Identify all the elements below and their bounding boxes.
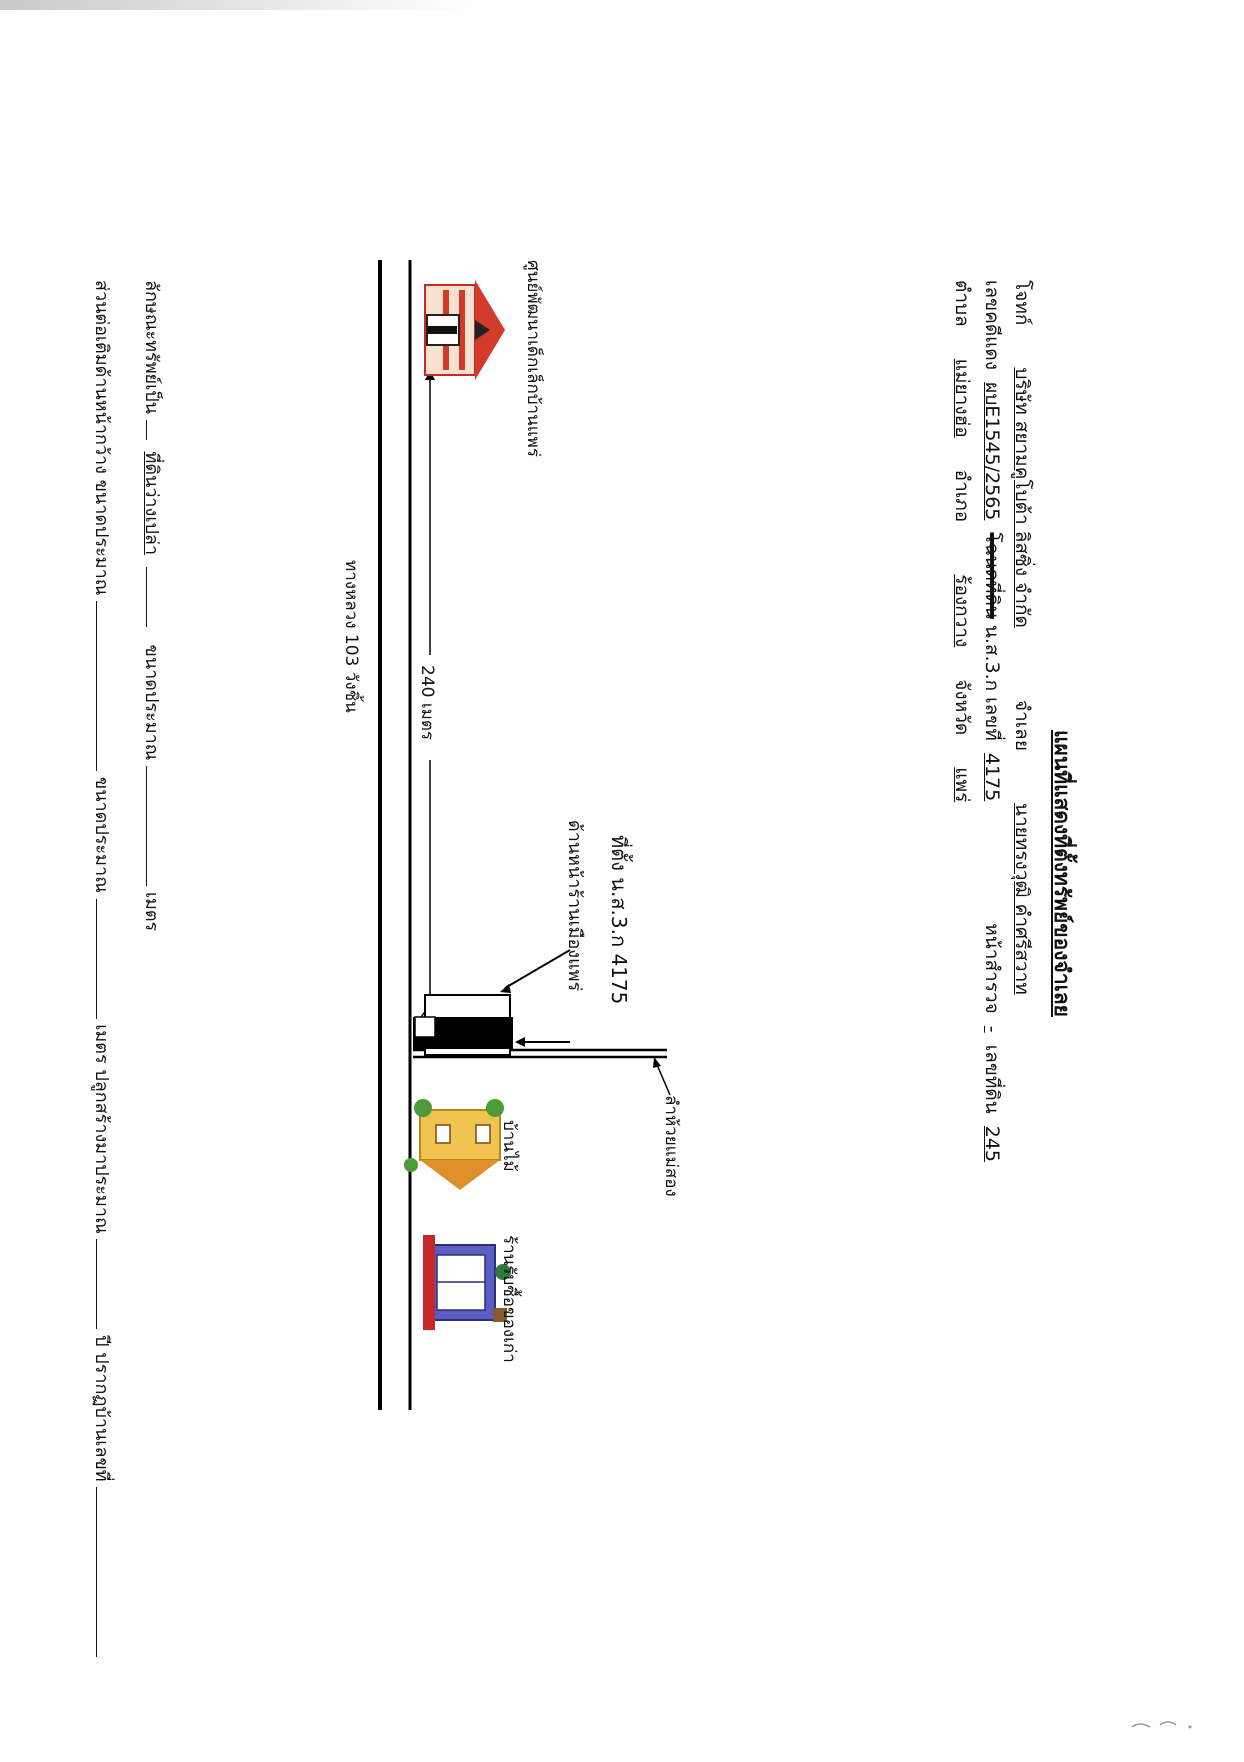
parcel-corner-marker	[414, 1016, 436, 1038]
form-row-property-type: ลักษณะทรัพย์เป็น ที่ดินว่างเปล่า ขนาดประ…	[138, 280, 165, 931]
shop-label: ร้านรับซื้อของเก่า	[499, 1235, 519, 1363]
extension-width-blank	[96, 601, 115, 772]
size-label: ขนาดประมาณ	[141, 644, 162, 761]
extension-built-label: เมตร ปลูกสร้างมาประมาณ	[91, 1024, 112, 1234]
distance-label: 240 เมตร	[417, 665, 437, 741]
extension-years-blank	[96, 1239, 115, 1330]
warehouse-label: ด้านหน้าร้านเมืองแพร่	[564, 820, 585, 992]
wooden-house-icon	[404, 1099, 504, 1190]
location-map	[378, 260, 671, 1410]
school-label: ศูนย์พัฒนาเด็กเล็กบ้านแพร่	[523, 260, 543, 458]
road-arrowhead	[653, 1057, 661, 1068]
side-road-label: ลำห้วยแม่สอง	[661, 1095, 681, 1197]
extension-size-blank	[96, 898, 115, 1019]
rotated-form-sheet: แผนที่แสดงที่ตั้งทรัพย์ของจำเลย โจทก์ บร…	[75, 260, 1075, 1658]
size-blank	[146, 766, 165, 887]
scan-speckle	[1131, 1721, 1192, 1729]
property-type-value: ที่ดินว่างเปล่า	[141, 451, 162, 556]
property-type-blank-lead	[146, 419, 165, 440]
extension-label: ส่วนต่อเติมด้านหน้ากว้าง ขนาดประมาณ	[91, 280, 112, 596]
size-unit: เมตร	[141, 891, 162, 932]
extension-house-no-label: ปี ปรากฏบ้านเลขที่	[91, 1335, 112, 1482]
house-label: บ้านไม้	[499, 1120, 519, 1172]
parcel-label: ที่ตั้ง น.ส.3.ก 4175	[607, 835, 631, 1005]
junk-shop-icon	[423, 1235, 511, 1330]
land-parcel	[413, 1017, 513, 1049]
highway-label: ทางหลวง 103 วังชิ้น	[341, 560, 361, 713]
property-type-blank-tail	[146, 566, 165, 627]
parcel-arrowhead	[515, 1037, 525, 1047]
warehouse-arrow	[504, 949, 571, 989]
warehouse-arrowhead	[500, 984, 511, 993]
school-icon	[424, 280, 505, 380]
extension-size-label: ขนาดประมาณ	[91, 776, 112, 893]
extension-house-no-blank	[96, 1487, 115, 1658]
property-type-label: ลักษณะทรัพย์เป็น	[141, 280, 162, 414]
scan-shadow	[0, 0, 470, 10]
form-row-extension: ส่วนต่อเติมด้านหน้ากว้าง ขนาดประมาณ ขนาด…	[88, 280, 115, 1658]
